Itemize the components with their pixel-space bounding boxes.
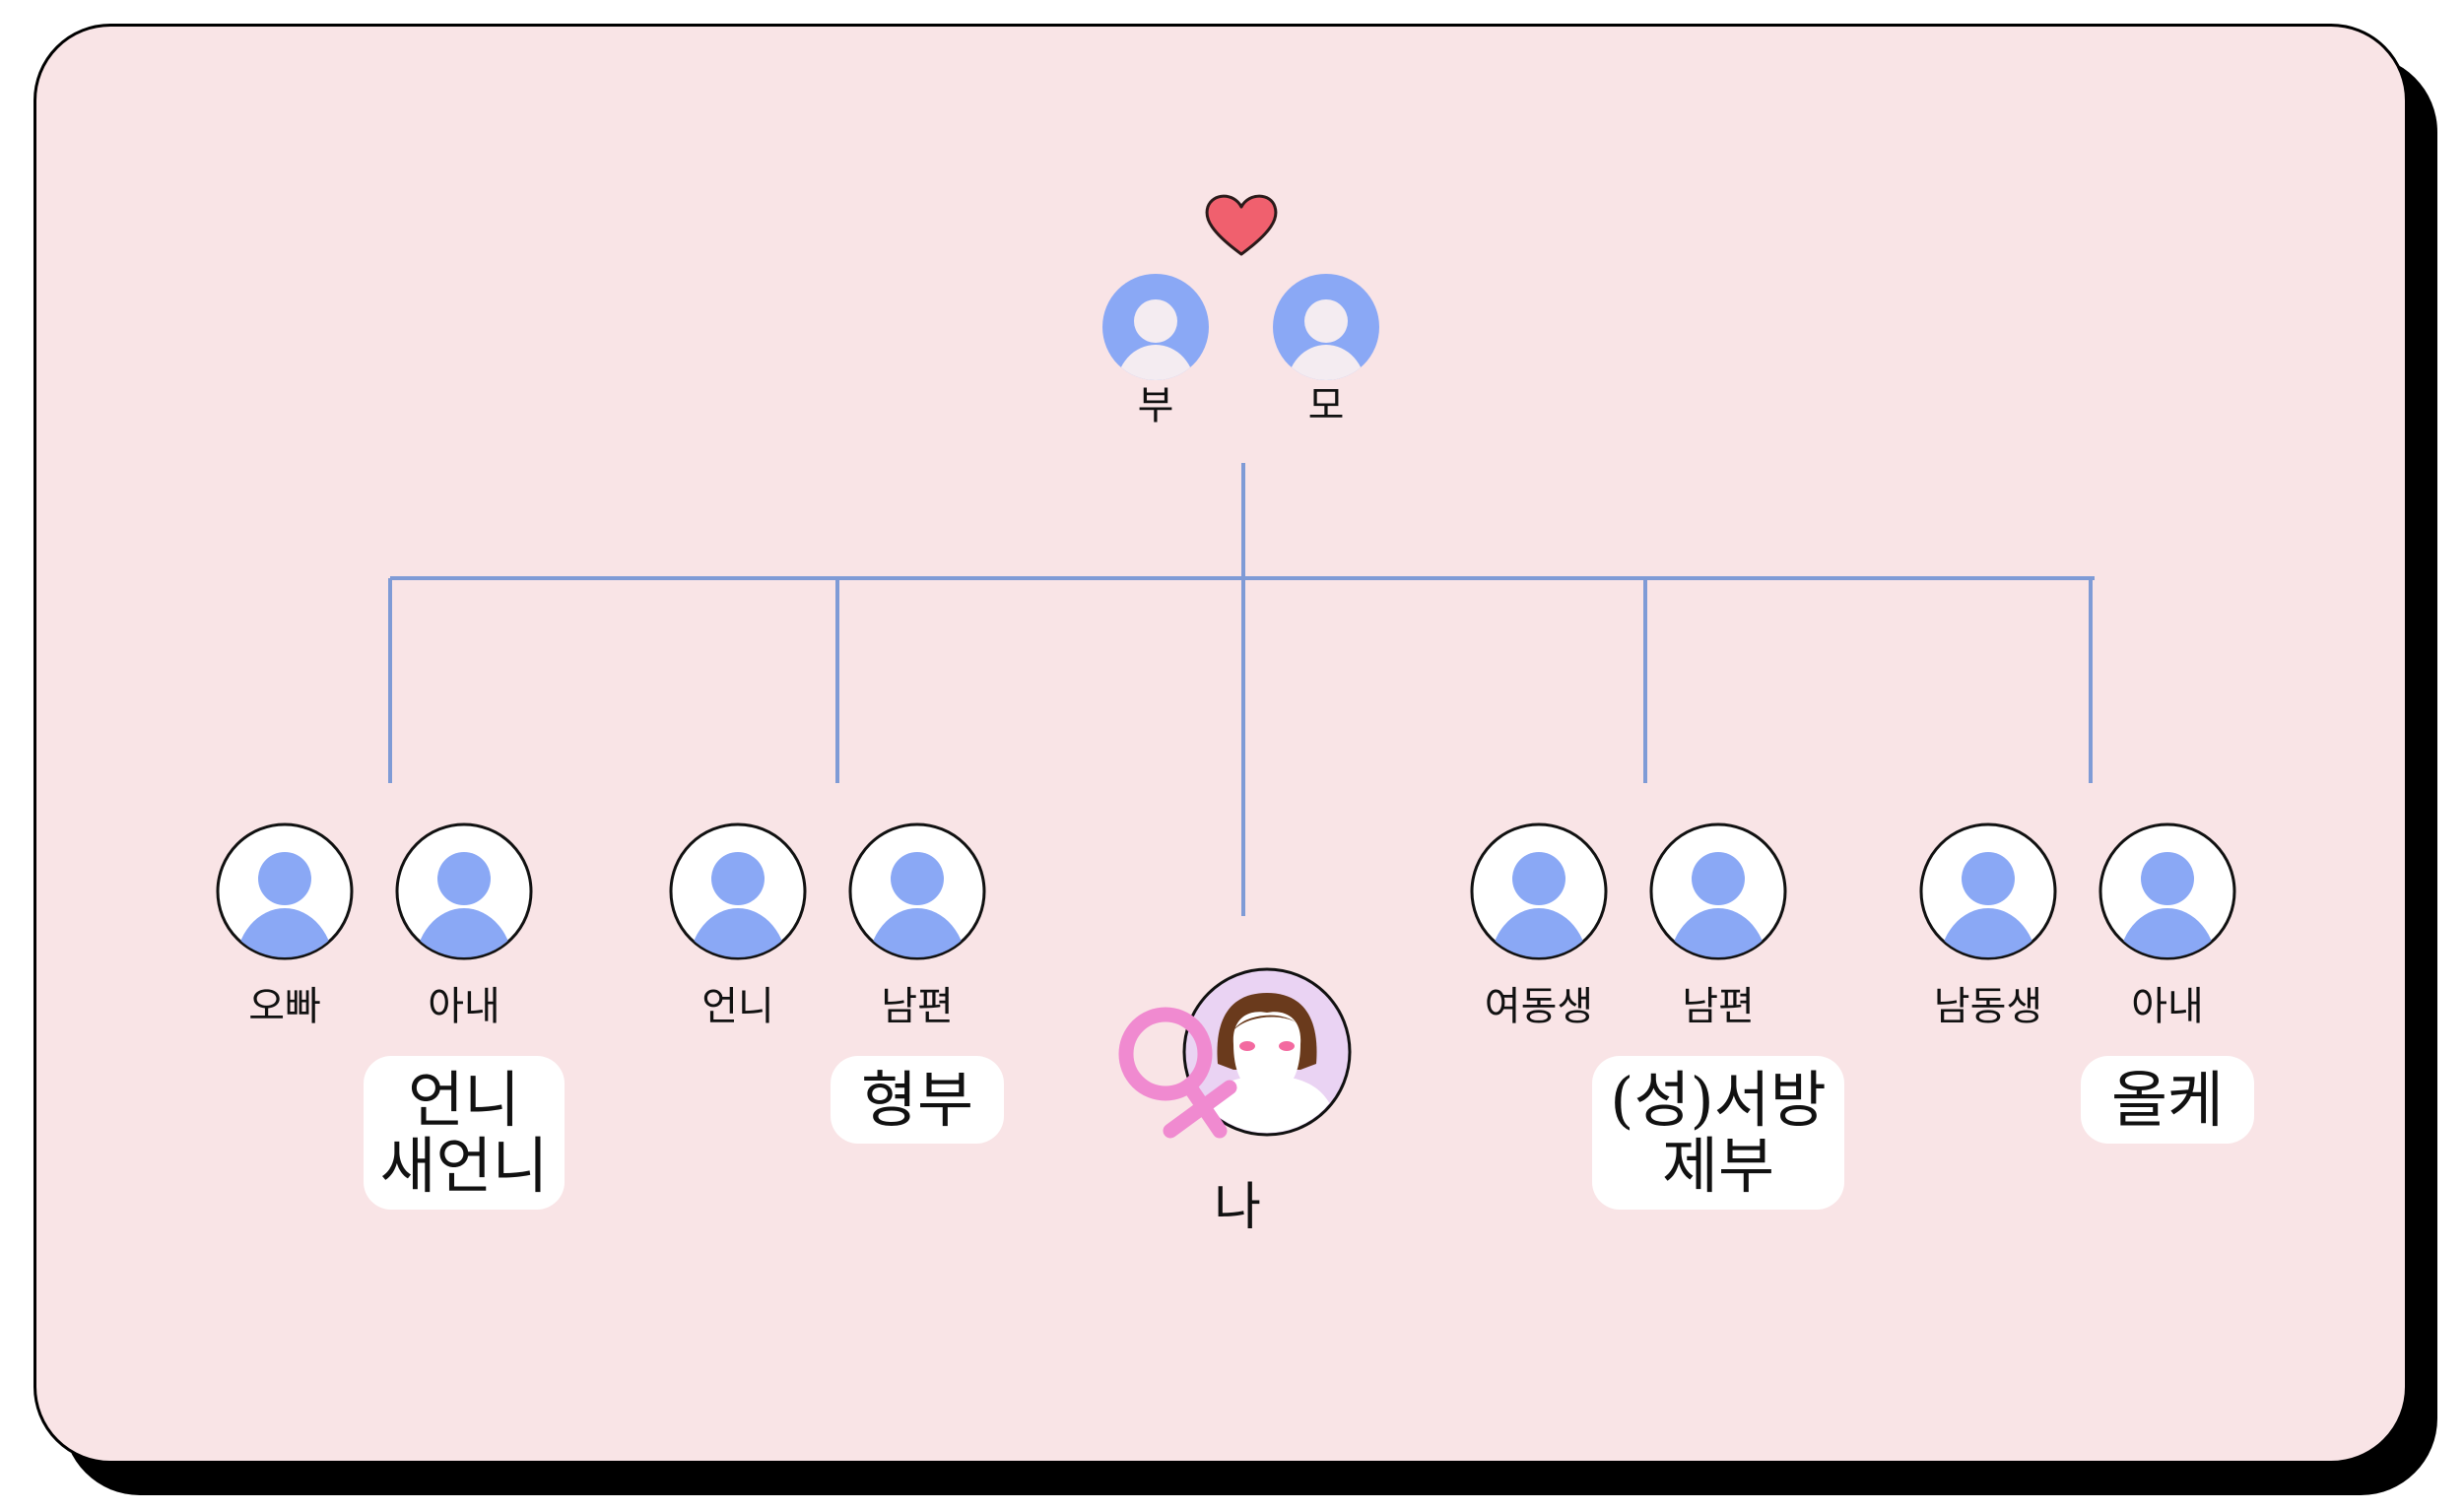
female-symbol-icon	[1118, 1007, 1237, 1139]
person-icon	[2118, 852, 2217, 957]
term-box-younger-sister-spouse: (성)서방 제부	[1592, 1056, 1844, 1210]
term-box-older-brother-spouse: 언니 새언니	[364, 1056, 565, 1210]
older-sister-spouse-avatar	[848, 822, 986, 960]
younger-sister-avatar	[1470, 822, 1608, 960]
older-sister-spouse-label: 남편	[881, 984, 954, 1029]
younger-sister-label: 여동생	[1484, 984, 1594, 1029]
older-brother-spouse-avatar	[395, 822, 533, 960]
person-icon	[868, 852, 966, 957]
older-sister-avatar	[669, 822, 807, 960]
younger-brother-avatar	[1919, 822, 2057, 960]
older-sister-label: 언니	[701, 984, 774, 1029]
younger-brother-spouse-label: 아내	[2131, 984, 2204, 1029]
person-icon	[1939, 852, 2037, 957]
term-line: 언니	[407, 1064, 521, 1136]
younger-brother-label: 남동생	[1933, 984, 2043, 1029]
person-icon	[235, 852, 334, 957]
father-avatar	[1102, 274, 1209, 380]
person-icon	[1669, 852, 1767, 957]
term-box-older-sister-spouse: 형부	[831, 1056, 1004, 1144]
person-icon	[415, 852, 513, 957]
term-line: 제부	[1661, 1129, 1775, 1202]
person-icon	[689, 852, 787, 957]
term-line: 올케	[2110, 1064, 2225, 1136]
person-icon	[1287, 299, 1365, 380]
father-label: 부	[1137, 383, 1174, 428]
term-line: (성)서방	[1610, 1064, 1827, 1136]
mother-avatar	[1273, 274, 1379, 380]
younger-sister-spouse-label: 남편	[1682, 984, 1755, 1029]
younger-sister-spouse-avatar	[1649, 822, 1787, 960]
older-brother-avatar	[216, 822, 354, 960]
older-brother-label: 오빠	[248, 984, 321, 1029]
younger-brother-spouse-avatar	[2098, 822, 2236, 960]
term-line: 형부	[860, 1064, 974, 1136]
term-box-younger-brother-spouse: 올케	[2081, 1056, 2254, 1144]
family-tree-card	[33, 24, 2408, 1464]
person-icon	[1116, 299, 1195, 380]
me-label: 나	[1214, 1178, 1261, 1237]
person-icon	[1490, 852, 1588, 957]
older-brother-spouse-label: 아내	[428, 984, 500, 1029]
mother-label: 모	[1307, 383, 1345, 428]
term-line: 새언니	[379, 1129, 549, 1202]
